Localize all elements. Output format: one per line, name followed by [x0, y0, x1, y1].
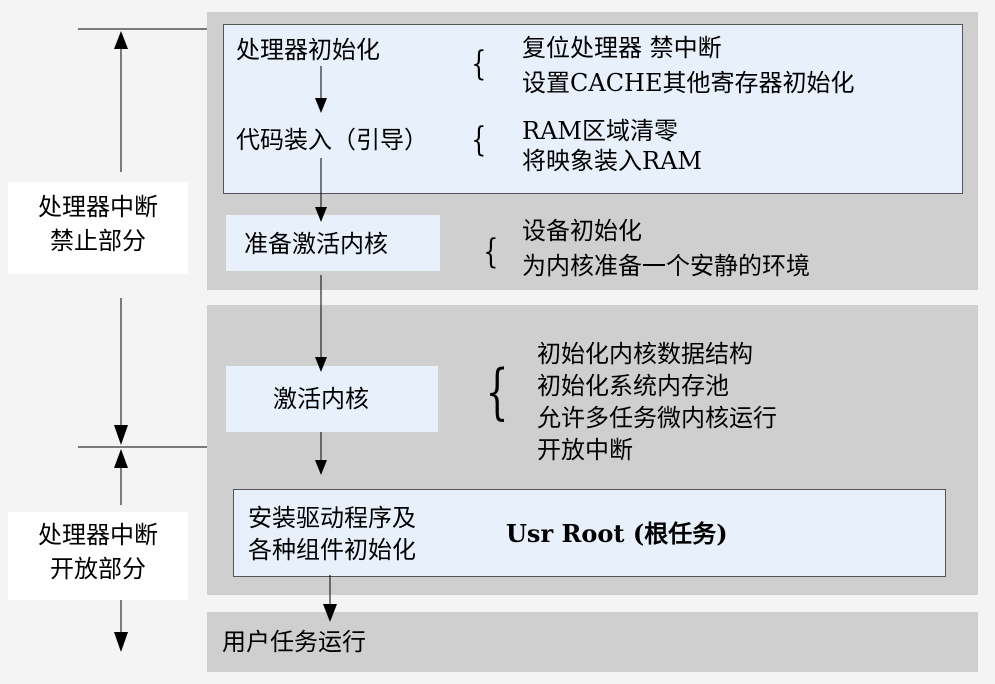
prepare-item-quiet: 为内核准备一个安静的环境 [522, 252, 810, 280]
activate-item-multitask: 允许多任务微内核运行 [537, 404, 777, 432]
interrupt-enabled-label: 处理器中断 开放部分 [8, 512, 188, 600]
enabled-range-up-arrow [114, 449, 128, 468]
flow-arrow-drivers-to-user [323, 604, 337, 622]
disabled-range-up-arrow [114, 31, 128, 49]
activate-item-interrupt: 开放中断 [537, 436, 633, 464]
disabled-range-down-arrow [114, 425, 128, 445]
flow-arrow-activate-to-drivers [315, 460, 327, 475]
prepare-kernel-box [226, 215, 440, 271]
activate-item-memory: 初始化系统内存池 [537, 372, 729, 400]
init-item-cache: 设置CACHE其他寄存器初始化 [522, 69, 855, 97]
load-brace: { [471, 120, 487, 160]
prepare-item-device: 设备初始化 [522, 217, 642, 245]
flow-arrow-load-to-prepare [315, 207, 327, 222]
drivers-label-line2: 各种组件初始化 [248, 536, 416, 564]
activate-kernel-label: 激活内核 [273, 385, 369, 413]
load-item-ram-clear: RAM区域清零 [522, 117, 678, 145]
usr-root-label: Usr Root (根任务) [506, 519, 728, 548]
enabled-range-down-arrow [114, 632, 128, 652]
activate-kernel-box [226, 366, 438, 432]
activate-item-data: 初始化内核数据结构 [537, 340, 753, 368]
load-item-image: 将映象装入RAM [522, 147, 702, 175]
activate-brace: { [485, 357, 509, 427]
init-brace: { [471, 44, 487, 84]
enabled-label-line1: 处理器中断 [38, 521, 158, 549]
init-load-box [223, 24, 963, 194]
disabled-label-line1: 处理器中断 [38, 193, 158, 221]
prepare-brace: { [483, 232, 499, 272]
init-item-reset: 复位处理器 禁中断 [522, 34, 722, 62]
enabled-label-line2: 开放部分 [50, 555, 146, 583]
drivers-box [233, 489, 946, 577]
drivers-label-line1: 安装驱动程序及 [248, 504, 416, 532]
user-task-section [207, 612, 978, 672]
prepare-kernel-label: 准备激活内核 [244, 230, 388, 258]
interrupt-disabled-label: 处理器中断 禁止部分 [8, 182, 188, 274]
flow-arrow-prepare-to-activate [315, 357, 327, 372]
user-task-label: 用户任务运行 [222, 628, 366, 656]
flow-arrow-init-to-load [315, 98, 327, 113]
code-load-label: 代码装入（引导） [236, 126, 428, 154]
processor-init-label: 处理器初始化 [236, 36, 380, 64]
disabled-label-line2: 禁止部分 [50, 227, 146, 255]
